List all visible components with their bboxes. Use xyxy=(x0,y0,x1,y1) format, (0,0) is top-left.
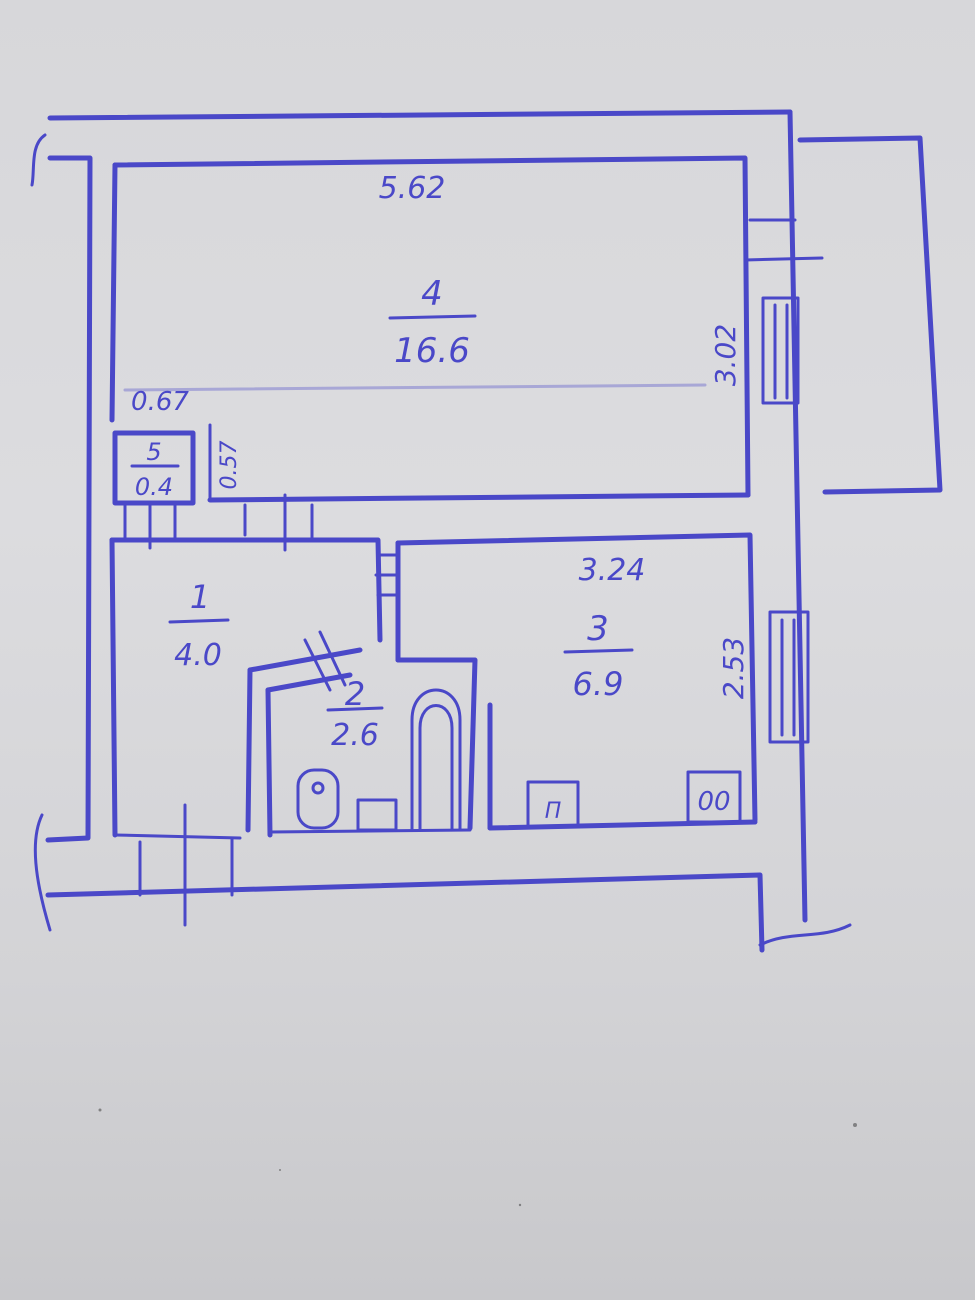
windows xyxy=(743,218,824,744)
bathtub-icon xyxy=(410,688,462,832)
window-upper xyxy=(761,296,800,405)
interior-walls xyxy=(109,532,758,838)
window-lower xyxy=(768,610,810,744)
dimension-closet-height: 0.57 xyxy=(217,441,242,490)
room-3-area: 6.9 xyxy=(573,665,624,703)
entrance-door xyxy=(113,803,242,927)
room-3-walls xyxy=(487,702,758,831)
dimension-right-height: 3.02 xyxy=(709,324,742,386)
washbasin-icon xyxy=(356,798,398,832)
dimension-top-width: 5.62 xyxy=(379,171,446,206)
room-2-area: 2.6 xyxy=(331,718,379,753)
balcony xyxy=(797,135,943,495)
dimension-room3-width: 3.24 xyxy=(579,553,646,588)
room-3-number: 3 xyxy=(587,609,609,649)
room-5-area: 0.4 xyxy=(135,473,173,501)
stove-label: 00 xyxy=(697,787,730,817)
paper-speckles xyxy=(98,1108,857,1207)
door-openings xyxy=(243,493,400,597)
room-2-number: 2 xyxy=(345,675,365,713)
dimension-closet-width: 0.67 xyxy=(131,387,189,417)
fixtures xyxy=(296,688,742,832)
room-1-number: 1 xyxy=(190,578,210,616)
room-2-bathroom xyxy=(245,630,478,838)
dimension-room3-height: 2.53 xyxy=(717,637,750,699)
room-4-walls xyxy=(109,155,751,503)
room-5-number: 5 xyxy=(146,438,161,466)
toilet-icon xyxy=(296,768,340,830)
room-4-number: 4 xyxy=(421,274,443,314)
outer-walls xyxy=(30,109,852,953)
room-1-area: 4.0 xyxy=(174,638,222,673)
sink-label: Π xyxy=(545,799,562,824)
room-4-area: 16.6 xyxy=(394,331,470,371)
